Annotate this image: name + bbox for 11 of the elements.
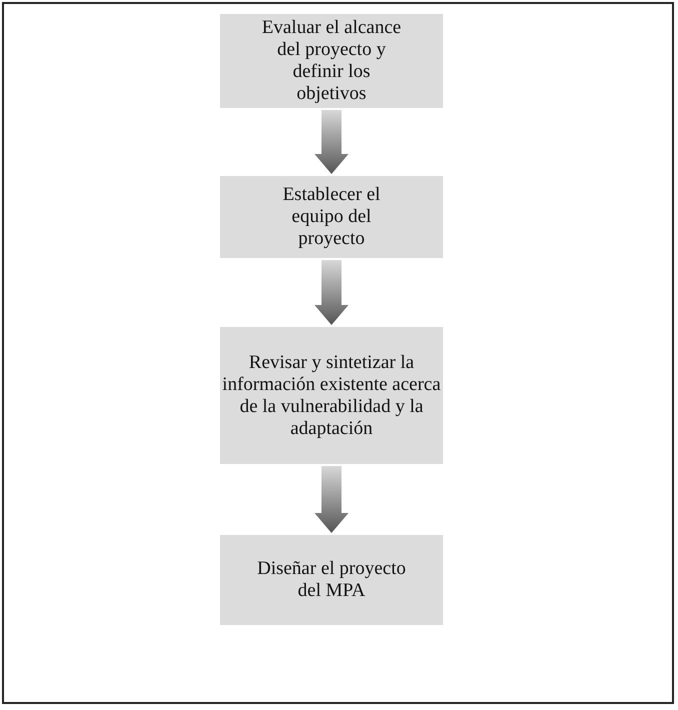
process-box [220,535,443,625]
step-text: Establecer el equipo del proyecto [282,184,382,250]
process-box [220,176,443,258]
arrow [314,260,348,325]
arrow [314,110,348,174]
process-box [220,327,443,464]
step-text: Diseñar el proyecto del MPA [256,558,406,602]
step-text: Revisar y sintetizar la información existente acerca de la vulnerabilidad y la adaptación [222,352,442,440]
step-text: Evaluar el alcance del proyecto y definir los objetivos [260,17,402,105]
arrow [314,466,348,533]
process-box [220,14,443,108]
